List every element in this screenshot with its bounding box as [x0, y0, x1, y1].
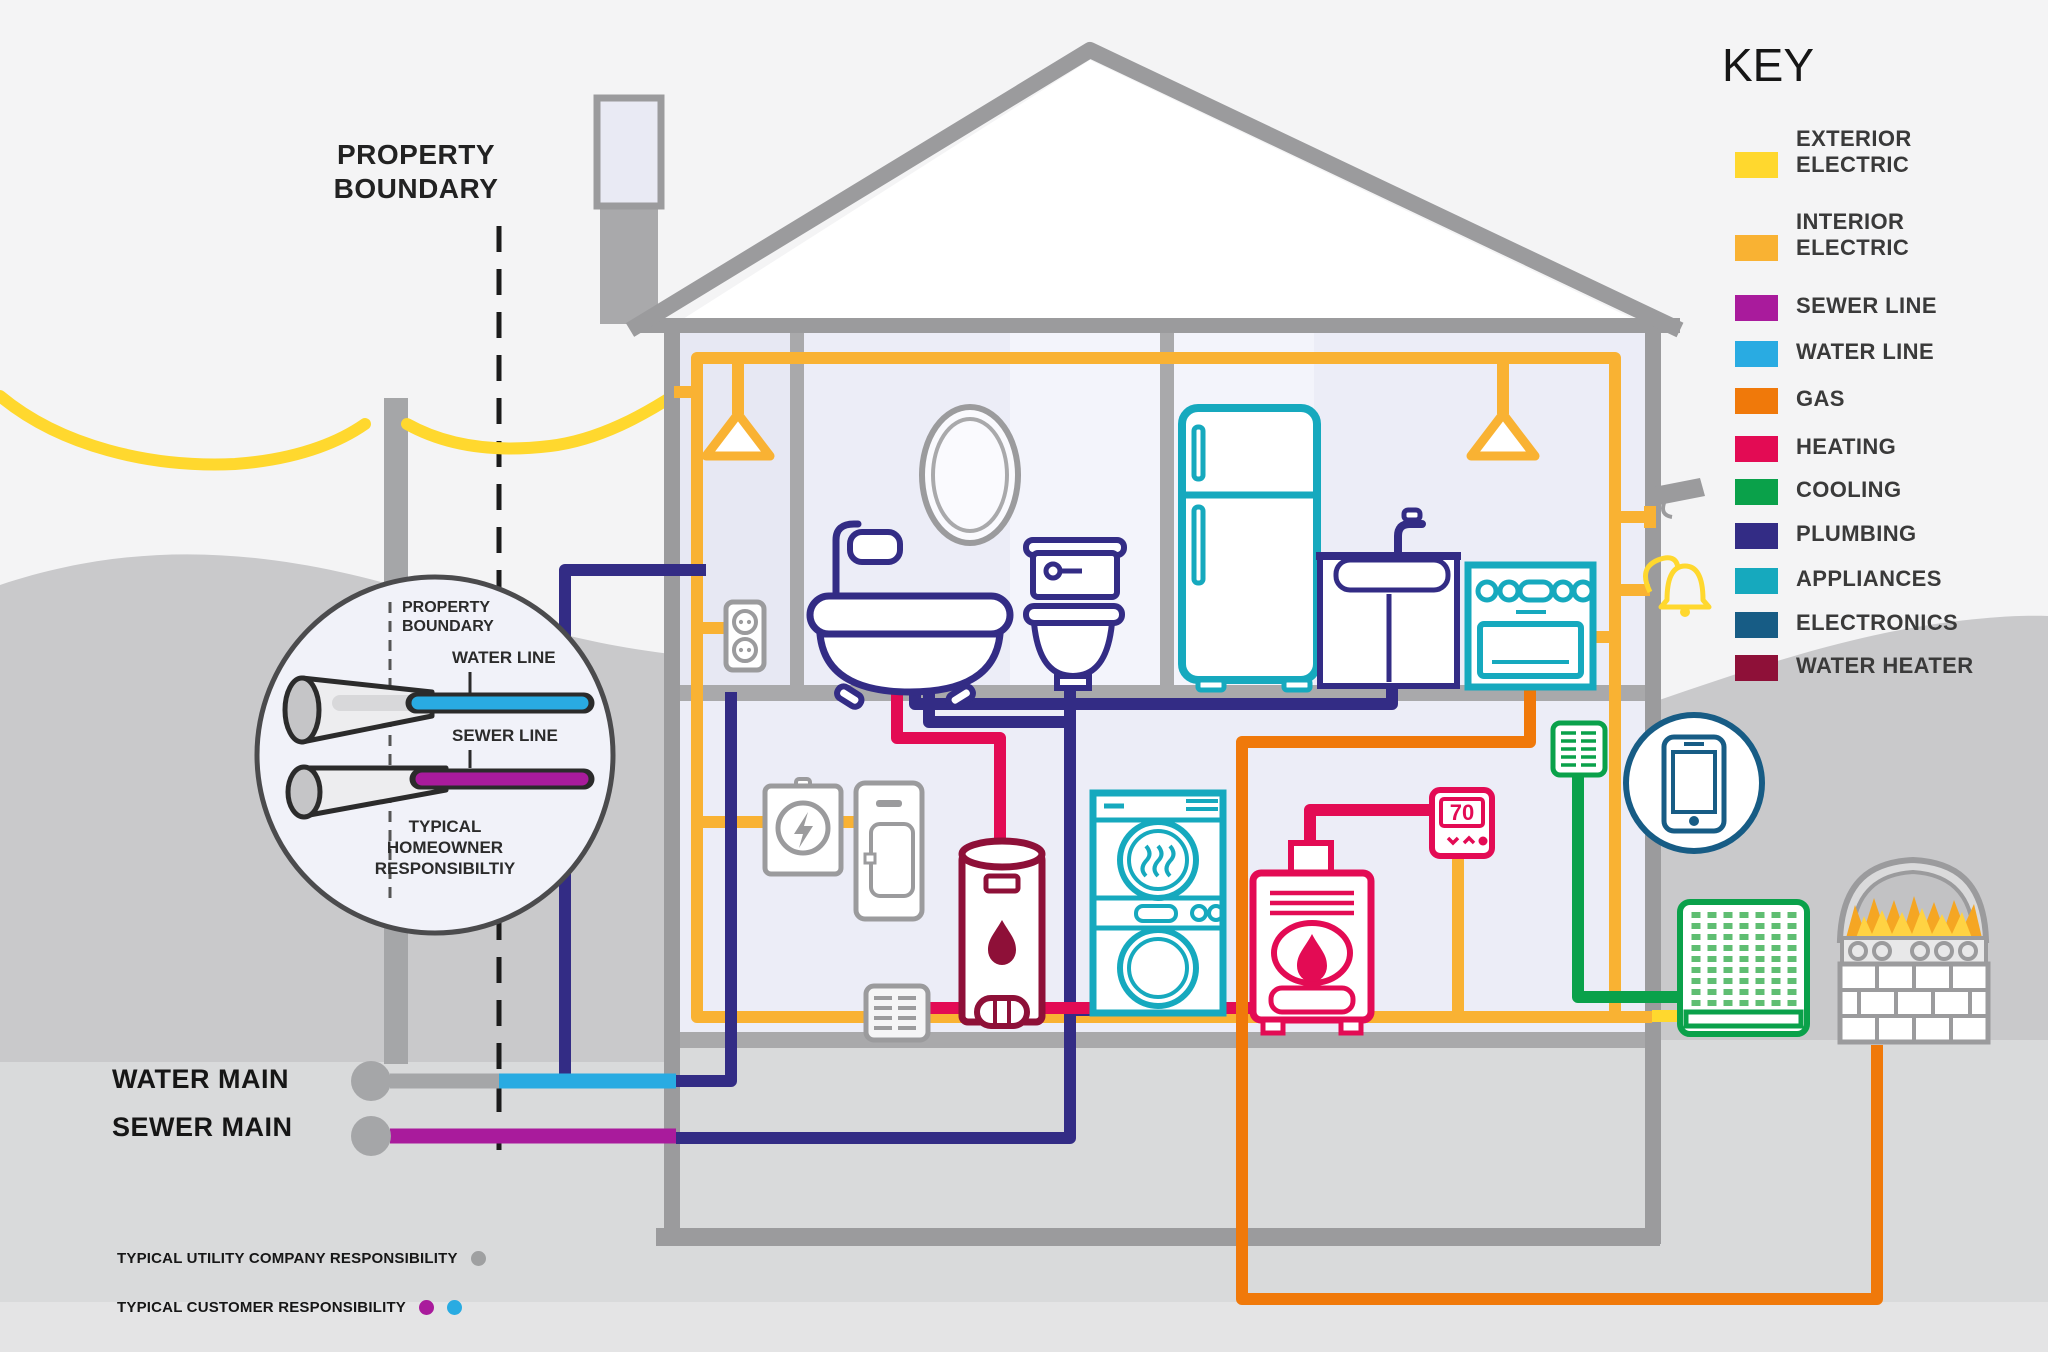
- fridge-icon: [1178, 404, 1321, 693]
- security-camera-icon: [1654, 478, 1705, 519]
- key-swatch-cooling: [1735, 479, 1778, 505]
- utility-responsibility-label: TYPICAL UTILITY COMPANY RESPONSIBILITY: [117, 1250, 458, 1267]
- lightning-icon: [794, 812, 813, 848]
- key-label: PLUMBING: [1796, 521, 1917, 546]
- key-label: SEWER LINE: [1796, 293, 1937, 318]
- key-swatch-plumbing: [1735, 523, 1778, 549]
- bathtub-icon: [806, 592, 1014, 638]
- utility-responsibility-row: TYPICAL UTILITY COMPANY RESPONSIBILITY: [117, 1250, 486, 1267]
- smartphone-icon: [1661, 734, 1727, 834]
- washer-dryer-icon: [1089, 789, 1227, 1017]
- utility-box-icon: [853, 780, 925, 922]
- key-swatch-exterior-electric: [1735, 152, 1778, 178]
- thermostat-value: 70: [1449, 800, 1475, 825]
- vent-register-icon: [1550, 720, 1608, 778]
- inset-caption-line: HOMEOWNER: [386, 838, 504, 857]
- chimney: [593, 94, 665, 210]
- customer-responsibility-label: TYPICAL CUSTOMER RESPONSIBILITY: [117, 1299, 407, 1316]
- key-label: ELECTRONICS: [1796, 610, 1959, 635]
- ac-unit-icon: [1677, 899, 1810, 1037]
- water-heater-icon: [958, 837, 1046, 1029]
- customer-dot-sewer: [419, 1300, 435, 1315]
- pendant-light-icon: [1466, 409, 1540, 461]
- inset-sewer-pipe: [285, 764, 595, 820]
- foundation-bottom: [656, 1228, 1660, 1246]
- ceiling-lights: [701, 409, 1540, 461]
- key-label: EXTERIOR ELECTRIC: [1796, 126, 1912, 177]
- attic: [672, 60, 1648, 326]
- camera-connector: [1644, 506, 1656, 528]
- key-swatch-water-heater: [1735, 655, 1778, 681]
- bathroom: [806, 404, 1127, 710]
- interior-electric-line: [674, 352, 1652, 1023]
- responsibility-inset: [254, 574, 616, 936]
- ground: [0, 1040, 2048, 1352]
- water-main-label: WATER MAIN: [112, 1064, 289, 1094]
- kitchen: [1178, 404, 1597, 693]
- chimney-base: [600, 200, 658, 324]
- cooling-line: [1572, 770, 1684, 1003]
- shower-head-icon: [847, 529, 903, 565]
- grill-icon: [1836, 856, 1991, 1045]
- inset-caption-line: TYPICAL: [408, 817, 482, 836]
- key-swatch-water-line: [1735, 341, 1778, 367]
- inset-sewer-line-label: SEWER LINE: [452, 726, 558, 745]
- key-title: KEY: [1722, 39, 1815, 91]
- outlet-icon: [723, 599, 767, 673]
- key-label: APPLIANCES: [1796, 566, 1942, 591]
- exterior-electric-wire: [0, 388, 682, 471]
- thermostat-icon: [1429, 787, 1495, 859]
- key-swatch-electronics: [1735, 612, 1778, 638]
- eave: [636, 318, 1680, 333]
- interior-wall-left: [790, 332, 804, 685]
- floor-vent-icon: [863, 983, 931, 1043]
- property-boundary-label: PROPERTY BOUNDARY: [333, 139, 499, 204]
- pendant-light-icon: [701, 409, 775, 461]
- stove-icon: [1464, 561, 1597, 691]
- inset-property-boundary-label: PROPERTY BOUNDARY: [402, 599, 494, 635]
- key-swatch-interior-electric: [1735, 235, 1778, 261]
- inset-caption-line: RESPONSIBILTIY: [374, 859, 516, 878]
- mains: [351, 1061, 676, 1156]
- shower-pipe-icon: [832, 520, 862, 601]
- electrical-panel-icon: [762, 777, 844, 877]
- key-label: WATER LINE: [1796, 339, 1935, 364]
- customer-responsibility-row: TYPICAL CUSTOMER RESPONSIBILITY: [117, 1299, 463, 1316]
- key-label: WATER HEATER: [1796, 653, 1974, 678]
- key-swatch-appliances: [1735, 568, 1778, 594]
- furnace-icon: [1249, 840, 1375, 1036]
- key-swatch-sewer-line: [1735, 295, 1778, 321]
- utility-dot: [470, 1251, 486, 1266]
- inset-water-pipe: [282, 675, 595, 745]
- sink-cabinet-icon: [1316, 507, 1461, 689]
- mirror-icon: [919, 404, 1021, 546]
- doorbell-icon: [1643, 555, 1712, 617]
- inset-water-line-label: WATER LINE: [452, 648, 556, 667]
- basement-floor: [680, 1032, 1645, 1048]
- key-label: COOLING: [1796, 477, 1902, 502]
- roof: [625, 42, 1684, 338]
- sewer-main-label: SEWER MAIN: [112, 1112, 293, 1142]
- plumbing-lines: [559, 564, 1398, 1144]
- inset-caption: TYPICAL HOMEOWNER RESPONSIBILTIY: [345, 816, 545, 879]
- key-label: GAS: [1796, 386, 1845, 411]
- left-wall: [664, 332, 680, 1244]
- key-label: INTERIOR ELECTRIC: [1796, 209, 1910, 260]
- gas-line: [1236, 689, 1883, 1305]
- flame-icon: [988, 920, 1016, 965]
- smartphone-badge: [1623, 712, 1765, 854]
- key-label: HEATING: [1796, 434, 1897, 459]
- key-swatch-gas: [1735, 388, 1778, 414]
- key-swatch-heating: [1735, 436, 1778, 462]
- customer-dot-water: [447, 1300, 463, 1315]
- interior-wall-right: [1160, 332, 1174, 685]
- flame-icon: [1297, 934, 1327, 982]
